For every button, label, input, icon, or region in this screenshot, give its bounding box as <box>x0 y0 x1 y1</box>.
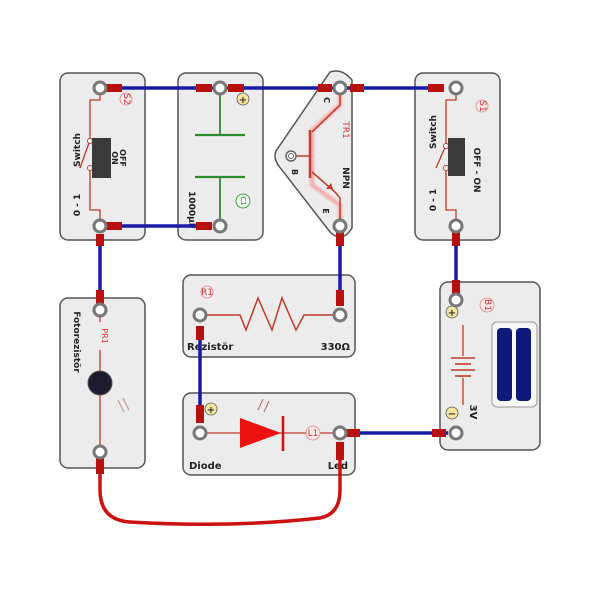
emitter-lead <box>311 171 341 226</box>
switch-s2-off-label: OFF <box>118 149 127 167</box>
switch-slider[interactable] <box>448 138 465 176</box>
terminal-pr1-bottom <box>92 444 108 460</box>
light-rays-icon <box>117 397 130 413</box>
pin-e-label: E <box>321 208 330 213</box>
switch-s2-name: Switch <box>73 133 83 167</box>
terminal-tr1-c <box>332 80 348 96</box>
terminal-s1-bottom <box>448 218 464 234</box>
terminal-led-right <box>332 425 348 441</box>
svg-text:+: + <box>448 308 456 319</box>
switch-s1-board[interactable]: Switch 0 - 1 OFF - ON S1 <box>414 72 501 241</box>
capacitor-c1-value: 1000µF <box>186 191 196 229</box>
battery-voltage: 3V <box>467 405 478 420</box>
svg-text:−: − <box>448 409 456 420</box>
switch-s2-range: 0 - 1 <box>73 194 83 217</box>
svg-text:+: + <box>207 405 215 416</box>
resistor-id-badge <box>200 285 214 299</box>
terminal-pr1-top <box>92 302 108 318</box>
switch-s2-board[interactable]: Switch 0 - 1 OFF ON S2 <box>59 72 146 241</box>
capacitor-c1-board[interactable]: + C1 1000µF <box>177 72 264 241</box>
resistor-name: Rezistör <box>187 342 233 353</box>
switch-s1-range: 0 - 1 <box>429 189 439 212</box>
terminal-r1-right <box>332 307 348 323</box>
switch-slider[interactable] <box>92 138 111 178</box>
battery-cell-2 <box>516 328 531 401</box>
polarity-plus-icon <box>236 92 250 106</box>
switch-s1-state: OFF - ON <box>471 147 481 192</box>
terminal-s2-bottom <box>92 218 108 234</box>
terminal-c1-minus <box>212 218 228 234</box>
battery-id: B1 <box>482 299 492 311</box>
switch-s2-id-badge <box>119 92 133 106</box>
terminals[interactable] <box>92 80 464 460</box>
switch-s2-on-label: ON <box>110 151 119 165</box>
terminal-led-left <box>192 425 208 441</box>
resistor-value: 330Ω <box>321 342 351 353</box>
led-id-badge <box>305 425 321 441</box>
capacitor-c1-id: C1 <box>239 196 247 205</box>
emitter-arrow-icon <box>326 183 333 189</box>
battery-b1-board[interactable]: + − B1 3V <box>439 281 541 451</box>
switch-s2-id: S2 <box>121 93 131 104</box>
polarity-plus-icon <box>204 402 218 416</box>
terminal-c1-plus <box>212 80 228 96</box>
photoresistor-id: PR1 <box>100 328 109 343</box>
battery-id-badge <box>479 297 495 313</box>
transistor-tr1-board[interactable]: C B E TR1 NPN <box>274 70 353 238</box>
led-l1-board[interactable]: L1 + Diode Led <box>182 392 356 476</box>
terminal-s1-top <box>448 80 464 96</box>
transistor-id: TR1 <box>340 120 350 138</box>
resistor-id: R1 <box>201 288 213 298</box>
wire-pr1-led-red[interactable] <box>98 445 342 526</box>
switch-s1-id: S1 <box>477 100 487 111</box>
led-triangle <box>240 418 281 448</box>
resistor-zigzag <box>205 295 338 333</box>
led-name-right: Led <box>328 461 348 472</box>
switch-s1-name: Switch <box>429 115 439 149</box>
resistor-r1-board[interactable]: R1 Rezistör 330Ω <box>182 274 356 358</box>
switch-s1-id-badge <box>475 99 489 113</box>
led-name-left: Diode <box>189 461 222 472</box>
pin-c-label: C <box>322 97 331 103</box>
battery-cell-1 <box>497 328 512 401</box>
pin-b-label: B <box>290 169 299 175</box>
terminal-r1-left <box>192 307 208 323</box>
battery-minus-icon <box>445 406 459 420</box>
photoresistor-sensor <box>87 370 113 396</box>
connector-clips <box>96 84 460 474</box>
terminal-b1-minus <box>448 425 464 441</box>
terminal-tr1-e <box>332 218 348 234</box>
photoresistor-pr1-board[interactable]: PR1 Fotorezistör <box>59 297 146 469</box>
capacitor-c1-id-badge <box>235 193 251 209</box>
light-emission-icon <box>257 398 270 413</box>
led-id: L1 <box>308 429 319 439</box>
terminal-b1-plus <box>448 292 464 308</box>
svg-text:+: + <box>239 95 247 106</box>
transistor-type: NPN <box>340 167 350 189</box>
terminal-s2-top <box>92 80 108 96</box>
photoresistor-name: Fotorezistör <box>71 311 81 373</box>
